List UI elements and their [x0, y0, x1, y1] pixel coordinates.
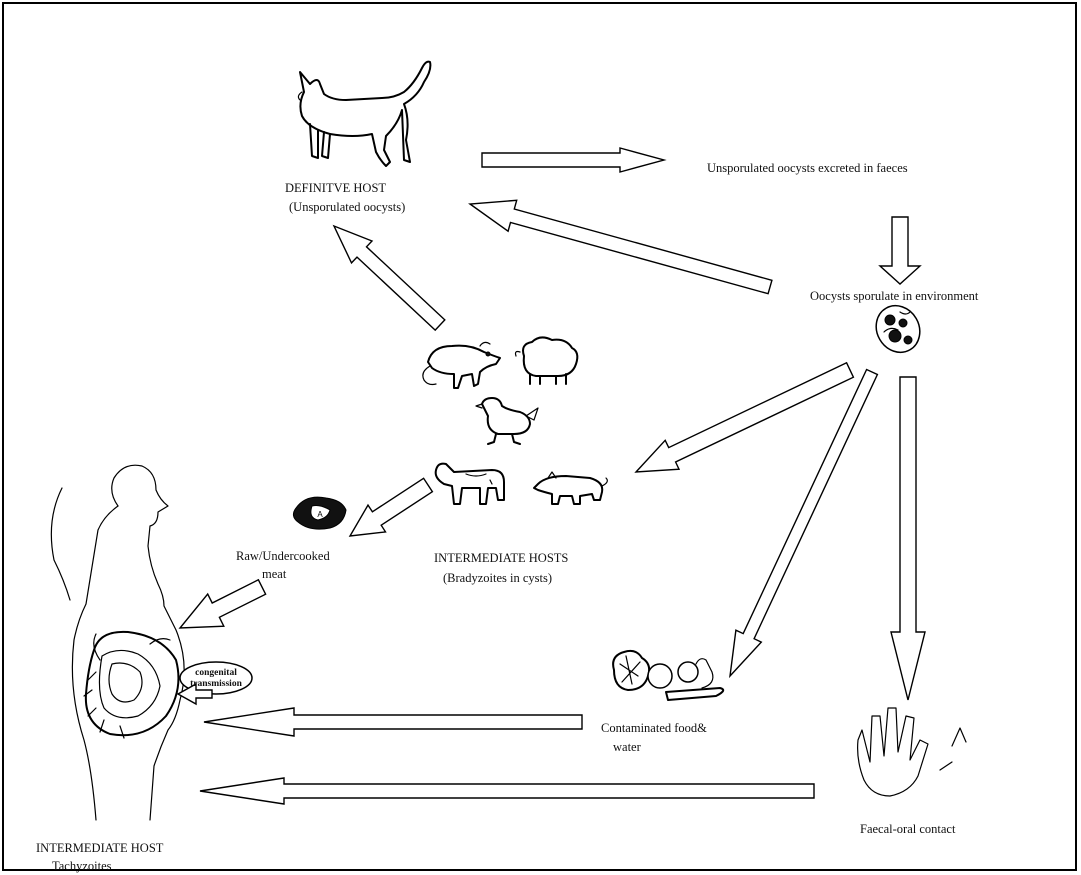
oocysts-sporulate-label: Oocysts sporulate in environment — [810, 289, 979, 303]
congenital-label-line2: transmission — [190, 679, 242, 689]
arrow-sporulate-to-cat — [470, 200, 772, 293]
pregnant-woman-icon — [51, 465, 184, 820]
faecal-oral-label: Faecal-oral contact — [860, 822, 956, 836]
arrow-sporulate-to-hand — [891, 377, 925, 700]
raw-meat-label-line2: meat — [262, 567, 287, 581]
arrow-hosts-to-cat — [334, 226, 445, 330]
svg-text:A: A — [317, 510, 323, 519]
congenital-label-line1: congenital — [195, 668, 237, 678]
sheep-icon — [516, 337, 578, 384]
cat-icon — [298, 62, 430, 166]
arrow-faeces-to-sporulate — [880, 217, 920, 284]
arrow-hosts-to-meat — [350, 478, 432, 536]
meat-icon: A — [293, 497, 346, 529]
contaminated-food-label-line1: Contaminated food& — [601, 721, 707, 735]
intermediate-hosts-label: INTERMEDIATE HOSTS — [434, 551, 568, 565]
raw-meat-label-line1: Raw/Undercooked — [236, 549, 330, 563]
chicken-icon — [476, 398, 538, 444]
arrow-meat-to-woman — [180, 580, 266, 628]
cow-icon — [436, 464, 504, 504]
rat-icon — [423, 342, 500, 388]
definitive-host-sublabel: (Unsporulated oocysts) — [289, 200, 405, 214]
arrow-cat-to-faeces — [482, 148, 664, 172]
intermediate-host-sublabel: Tachyzoites — [52, 859, 112, 873]
arrow-hand-to-woman — [200, 778, 814, 804]
unsporulated-excreted-label: Unsporulated oocysts excreted in faeces — [707, 161, 908, 175]
intermediate-host-label: INTERMEDIATE HOST — [36, 841, 164, 855]
vegetables-icon — [613, 651, 723, 700]
arrows-group — [180, 148, 925, 804]
definitive-host-label: DEFINITVE HOST — [285, 181, 386, 195]
contaminated-food-label-line2: water — [613, 740, 642, 754]
intermediate-hosts-sublabel: (Bradyzoites in cysts) — [443, 571, 552, 585]
labels-group: DEFINITVE HOST (Unsporulated oocysts) Un… — [36, 161, 979, 873]
pig-icon — [534, 472, 607, 504]
hand-icon — [858, 708, 966, 796]
arrow-sporulate-to-hosts — [636, 363, 853, 472]
oocyst-icon — [868, 298, 928, 361]
arrow-food-to-woman — [204, 708, 582, 736]
